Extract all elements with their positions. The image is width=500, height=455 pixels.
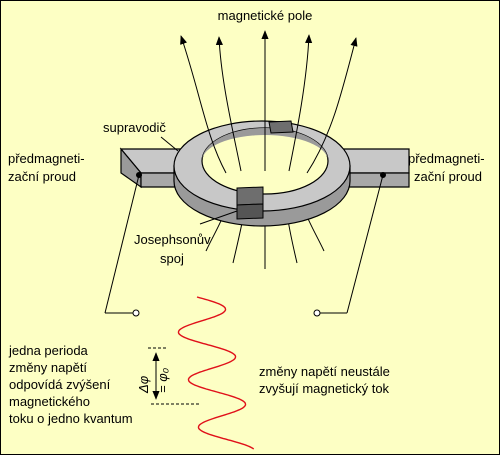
- left-arm-dot: [136, 172, 142, 178]
- superconducting-ring: [173, 120, 351, 227]
- period-markers: [148, 347, 201, 405]
- label-period-2: změny napětí: [9, 360, 87, 375]
- label-delta-phi: Δφ: [136, 375, 151, 394]
- label-flux-2: zvyšují magnetický tok: [259, 381, 390, 396]
- label-pointers: [160, 136, 238, 225]
- label-period-4: magnetického: [9, 394, 90, 409]
- label-equals-phi0: = φ₀: [155, 367, 170, 393]
- label-magnetic-field: magnetické pole: [218, 8, 313, 23]
- label-period-3: odpovídá zvýšení: [9, 377, 111, 392]
- label-premag-right-1: předmagneti-: [408, 151, 485, 166]
- josephson-junction-front: [236, 186, 264, 220]
- label-josephson-1: Josephsonův: [134, 232, 211, 247]
- voltage-signal: [177, 296, 255, 450]
- label-period-5: toku o jedno kvantum: [9, 411, 133, 426]
- bias-leads: [104, 174, 384, 314]
- right-arm-dot: [380, 172, 386, 178]
- label-flux-1: změny napětí neustále: [259, 364, 390, 379]
- label-premag-left-1: předmagneti-: [8, 151, 85, 166]
- label-premag-right-2: zační proud: [414, 169, 482, 184]
- label-premag-left-2: zační proud: [8, 169, 76, 184]
- label-josephson-2: spoj: [160, 251, 184, 266]
- left-terminal: [132, 309, 140, 317]
- label-superconductor: supravodič: [103, 120, 166, 135]
- right-terminal: [313, 309, 321, 317]
- label-period-1: jedna perioda: [8, 343, 89, 358]
- josephson-junction-back: [268, 120, 294, 134]
- field-lines-upper: [180, 30, 358, 174]
